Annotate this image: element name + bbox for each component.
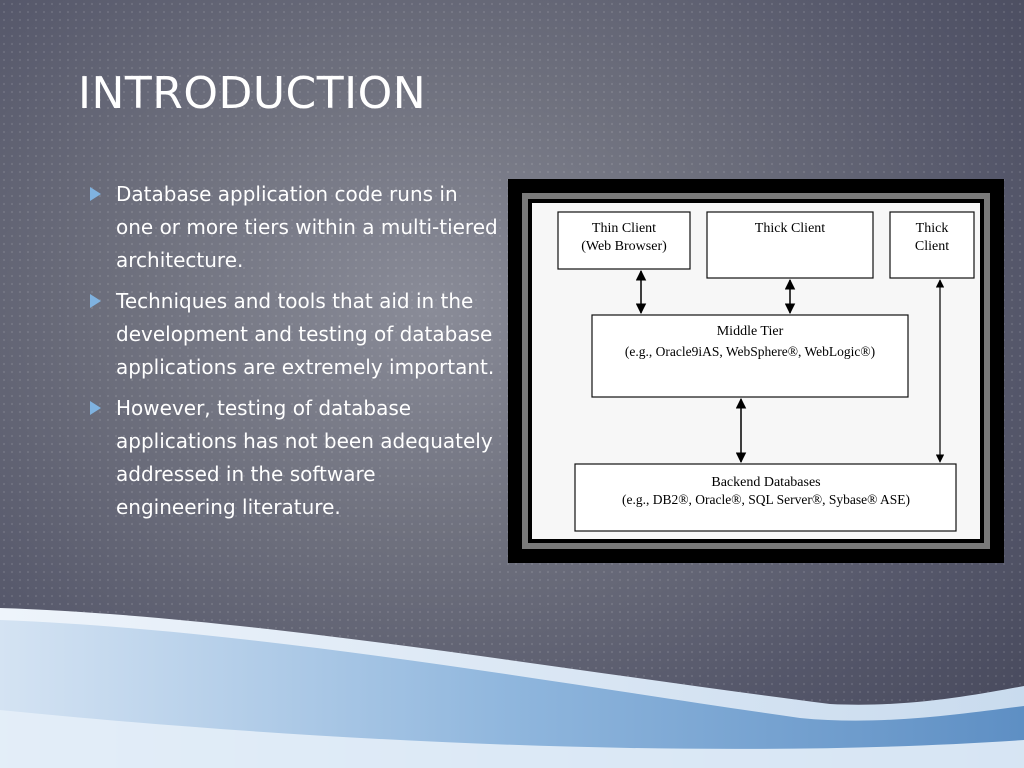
ribbon-bottom-band — [0, 710, 1024, 768]
middle-tier-label: Middle Tier — [717, 324, 784, 339]
ribbon-blue-band — [0, 620, 1024, 768]
thick-client-center-label: Thick Client — [755, 221, 825, 236]
thick-client-right-sublabel: Client — [915, 239, 949, 254]
architecture-diagram: Thin Client (Web Browser) Thick Client T… — [516, 187, 996, 555]
backend-databases-box — [574, 463, 957, 532]
slide-title: INTRODUCTION — [78, 68, 427, 119]
middle-tier-box — [591, 314, 909, 398]
middle-tier-sublabel: (e.g., Oracle9iAS, WebSphere®, WebLogic®… — [625, 344, 875, 359]
bullet-item: However, testing of database application… — [86, 392, 501, 524]
bullet-text: Techniques and tools that aid in the dev… — [116, 289, 495, 379]
backend-databases-sublabel: (e.g., DB2®, Oracle®, SQL Server®, Sybas… — [622, 492, 910, 507]
thin-client-box — [557, 211, 691, 270]
thick-client-right-label: Thick — [916, 221, 949, 236]
backend-databases-label: Backend Databases — [711, 475, 820, 490]
bullet-list: Database application code runs in one or… — [86, 178, 501, 532]
bullet-triangle-icon — [90, 187, 101, 201]
bullet-triangle-icon — [90, 401, 101, 415]
decorative-ribbon — [0, 608, 1024, 768]
thin-client-sublabel: (Web Browser) — [581, 239, 667, 254]
bullet-item: Techniques and tools that aid in the dev… — [86, 285, 501, 384]
thick-client-center-box — [706, 211, 874, 279]
bullet-triangle-icon — [90, 294, 101, 308]
thick-client-right-box — [889, 211, 975, 279]
bullet-item: Database application code runs in one or… — [86, 178, 501, 277]
bullet-text: Database application code runs in one or… — [116, 182, 498, 272]
architecture-figure: Thin Client (Web Browser) Thick Client T… — [508, 179, 1004, 563]
thin-client-label: Thin Client — [592, 221, 656, 236]
bullet-text: However, testing of database application… — [116, 396, 493, 519]
